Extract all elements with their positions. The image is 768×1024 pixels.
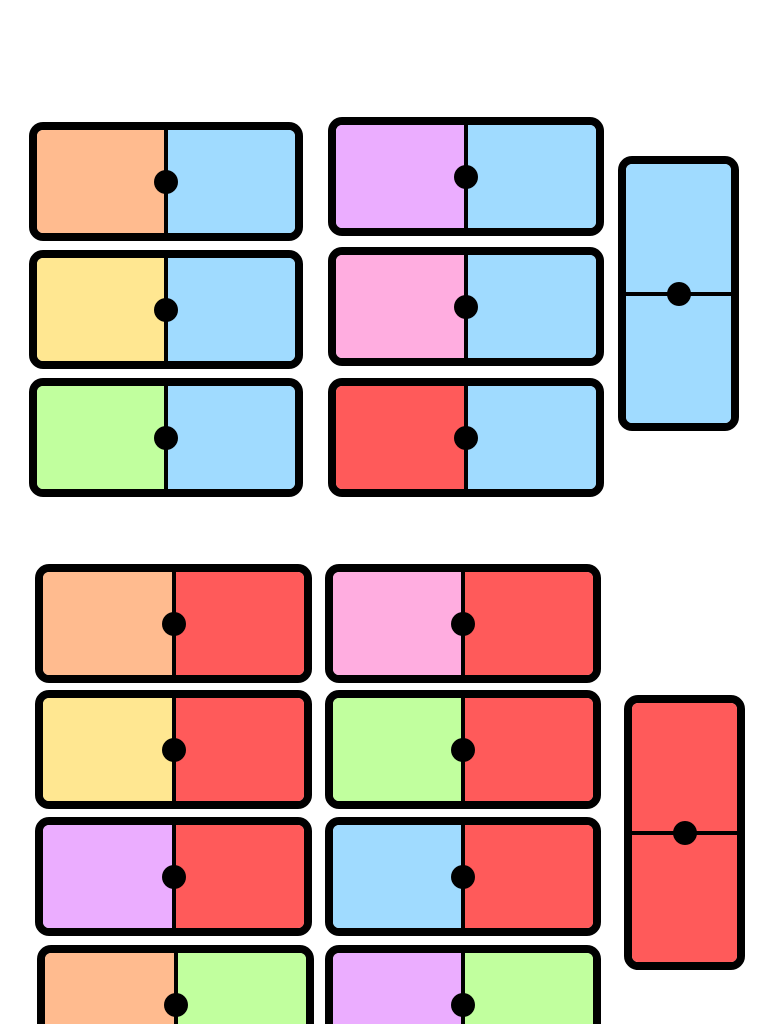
domino-half-red	[173, 698, 304, 801]
domino-center-pip-icon	[451, 611, 475, 636]
domino-sky-red[interactable]	[325, 817, 601, 936]
domino-half-red	[336, 386, 466, 489]
domino-half-red	[173, 825, 304, 928]
domino-half-peach	[43, 572, 174, 675]
domino-center-pip-icon	[454, 425, 478, 450]
domino-red-sky[interactable]	[328, 378, 604, 497]
domino-center-pip-icon	[451, 737, 475, 762]
domino-pink-sky[interactable]	[328, 247, 604, 366]
domino-half-red	[463, 572, 593, 675]
domino-half-red	[463, 825, 593, 928]
domino-half-sky	[626, 293, 731, 423]
domino-center-pip-icon	[672, 820, 697, 845]
domino-center-pip-icon	[154, 425, 178, 450]
domino-half-lavender	[43, 825, 174, 928]
domino-peach-lime[interactable]	[37, 945, 314, 1024]
domino-half-red	[463, 698, 593, 801]
domino-half-sky	[466, 255, 596, 358]
domino-half-lime	[333, 698, 463, 801]
domino-lime-sky[interactable]	[29, 378, 303, 497]
domino-half-pink	[336, 255, 466, 358]
domino-center-pip-icon	[163, 992, 188, 1017]
domino-center-pip-icon	[154, 297, 178, 322]
domino-half-sky	[466, 125, 596, 228]
domino-lavender-red[interactable]	[35, 817, 312, 936]
domino-center-pip-icon	[454, 294, 478, 319]
domino-yellow-sky[interactable]	[29, 250, 303, 369]
domino-pink-red[interactable]	[325, 564, 601, 683]
domino-center-pip-icon	[666, 281, 691, 306]
domino-half-peach	[37, 130, 166, 233]
domino-half-sky	[626, 164, 731, 294]
domino-half-red	[632, 832, 737, 962]
domino-half-pink	[333, 572, 463, 675]
domino-half-sky	[166, 386, 295, 489]
domino-half-yellow	[43, 698, 174, 801]
domino-yellow-red[interactable]	[35, 690, 312, 809]
domino-center-pip-icon	[451, 864, 475, 889]
domino-peach-red[interactable]	[35, 564, 312, 683]
domino-half-sky	[166, 130, 295, 233]
domino-peach-sky[interactable]	[29, 122, 303, 241]
domino-sky-sky[interactable]	[618, 156, 739, 431]
domino-half-sky	[166, 258, 295, 361]
domino-half-red	[173, 572, 304, 675]
domino-lavender-sky[interactable]	[328, 117, 604, 236]
domino-half-peach	[45, 953, 176, 1024]
domino-center-pip-icon	[161, 611, 186, 636]
domino-center-pip-icon	[454, 164, 478, 189]
domino-half-lime	[37, 386, 166, 489]
domino-center-pip-icon	[154, 169, 178, 194]
domino-lavender-lime[interactable]	[325, 945, 601, 1024]
domino-half-lime	[175, 953, 306, 1024]
domino-center-pip-icon	[161, 737, 186, 762]
domino-half-red	[632, 703, 737, 833]
domino-half-yellow	[37, 258, 166, 361]
domino-center-pip-icon	[451, 992, 475, 1017]
domino-half-lavender	[336, 125, 466, 228]
domino-half-sky	[466, 386, 596, 489]
domino-center-pip-icon	[161, 864, 186, 889]
domino-half-lavender	[333, 953, 463, 1024]
domino-red-red[interactable]	[624, 695, 745, 970]
domino-half-lime	[463, 953, 593, 1024]
domino-half-sky	[333, 825, 463, 928]
domino-lime-red[interactable]	[325, 690, 601, 809]
